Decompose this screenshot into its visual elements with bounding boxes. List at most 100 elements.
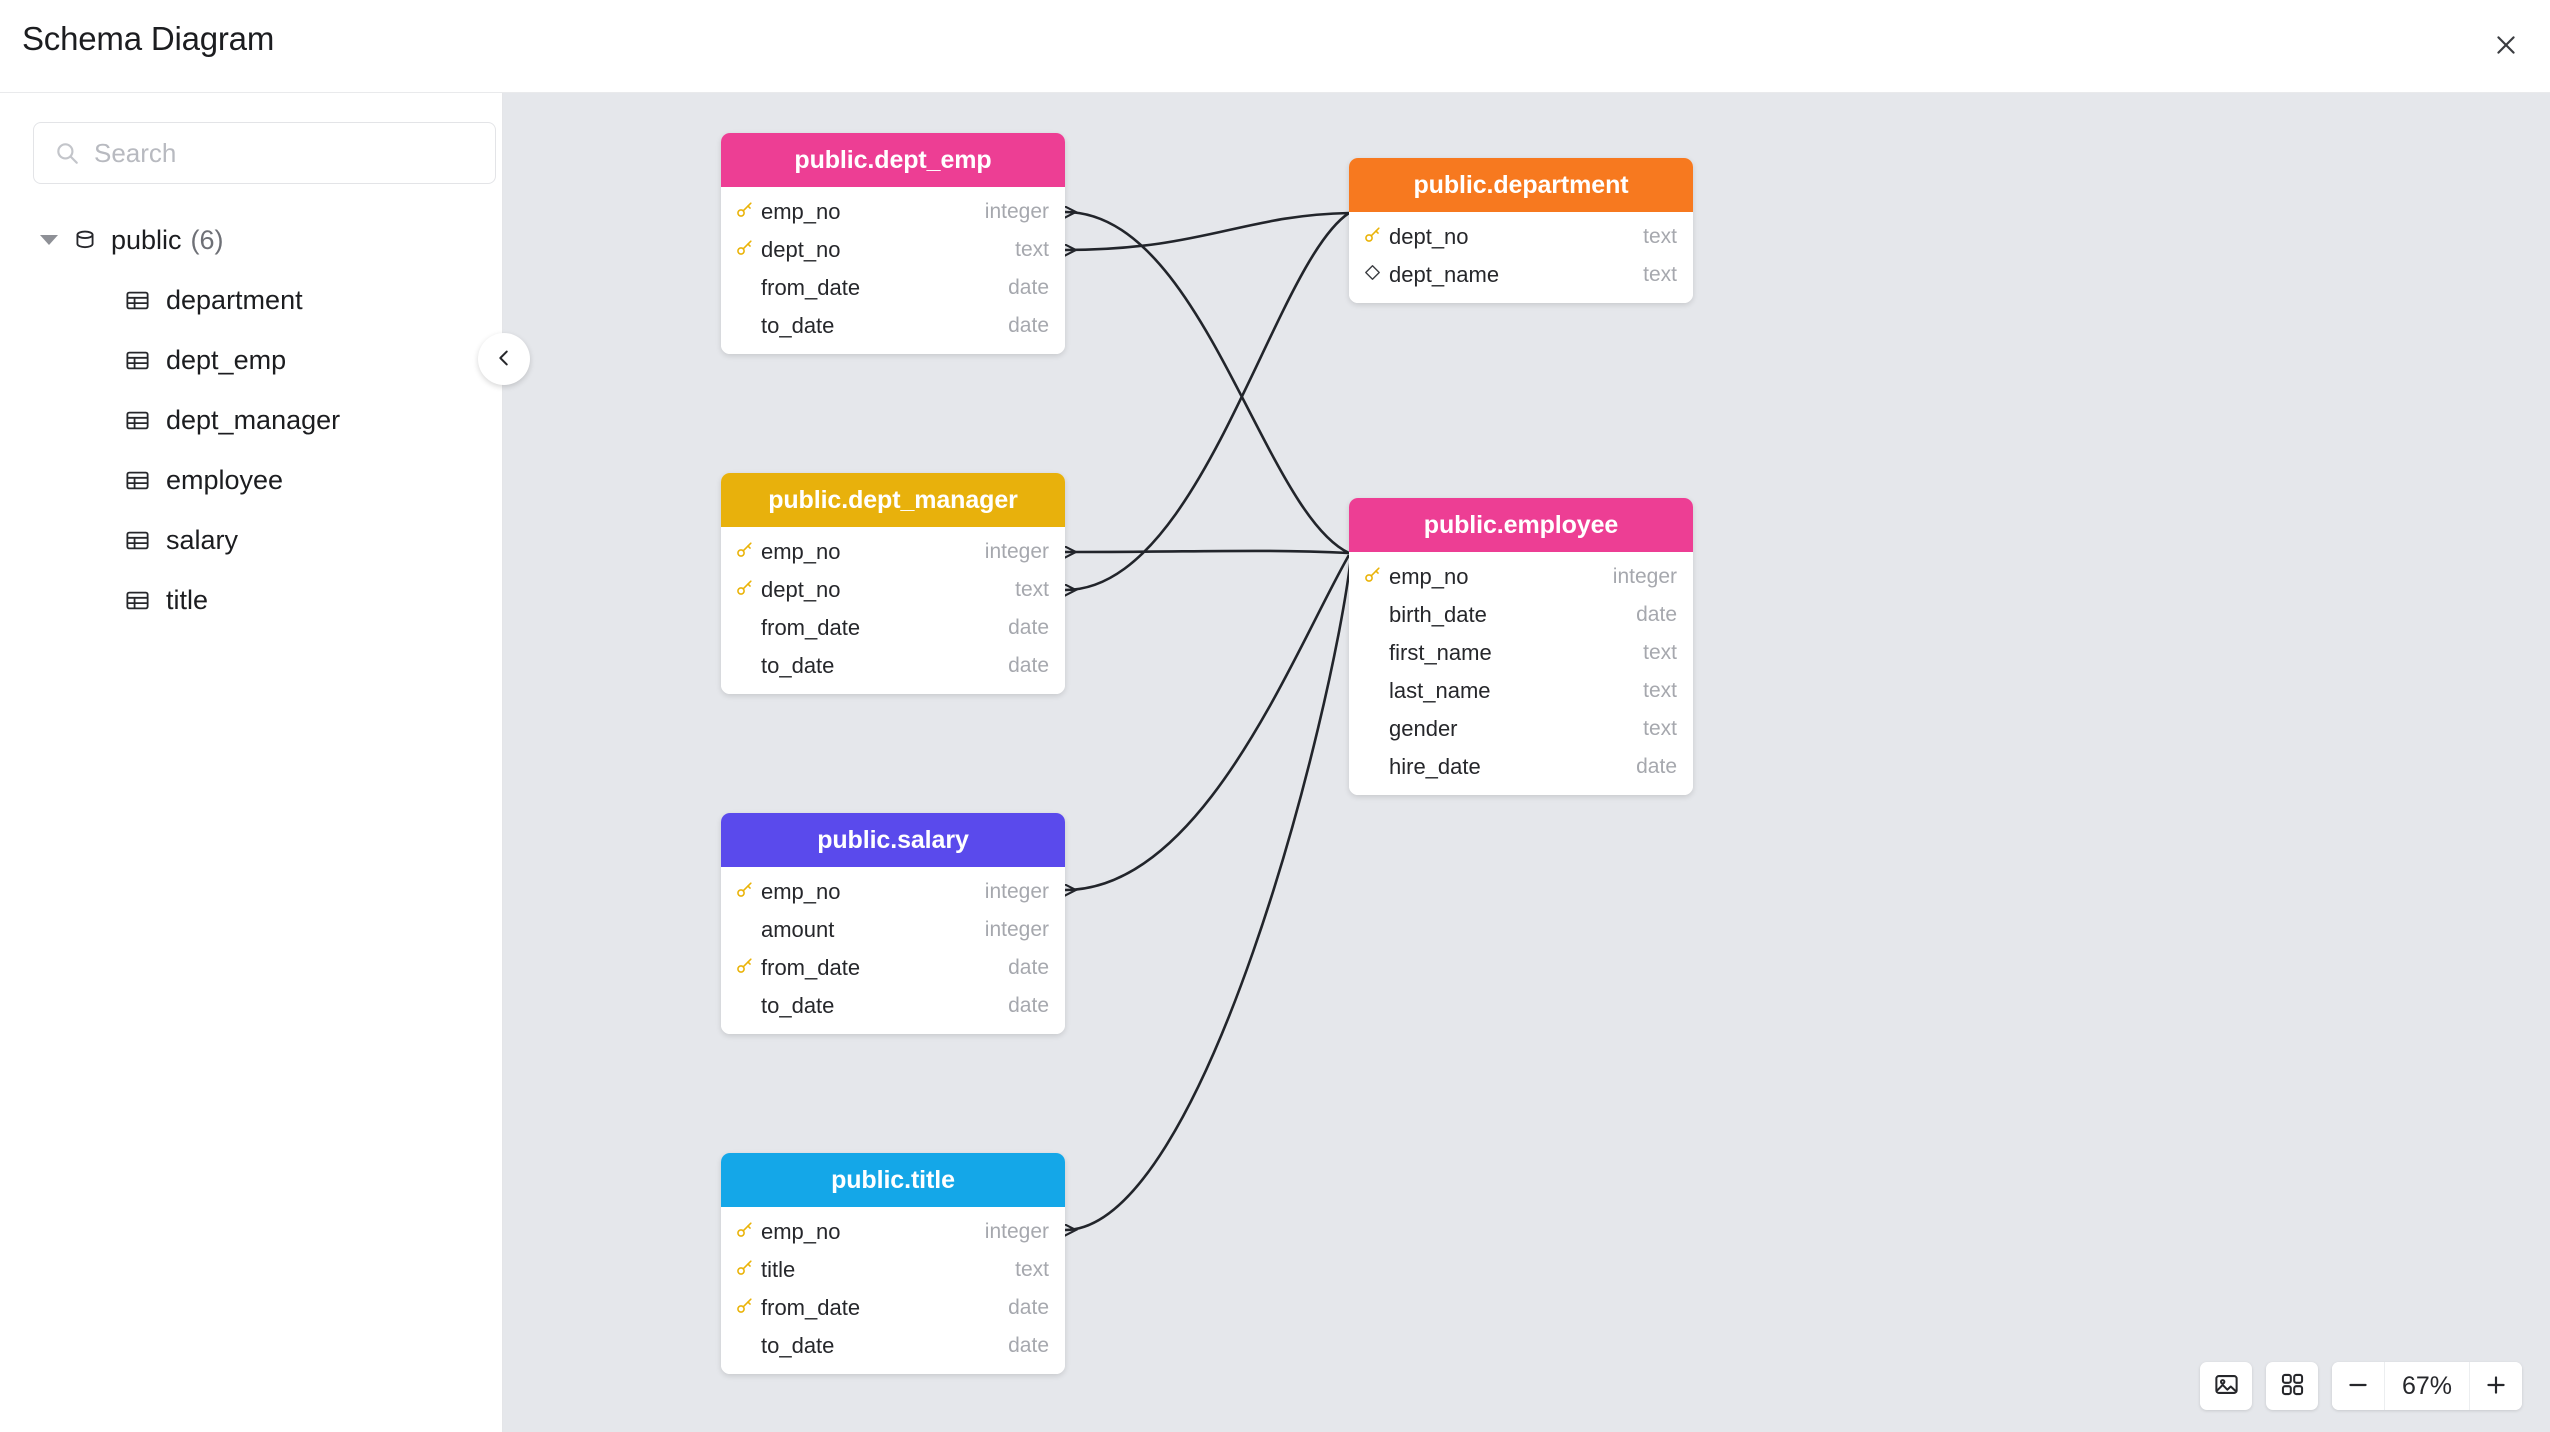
search-input[interactable] xyxy=(94,137,495,169)
minus-icon xyxy=(2345,1372,2371,1401)
export-image-button[interactable] xyxy=(2200,1362,2252,1410)
relationship-edges xyxy=(503,93,1353,1432)
layout-grid-button[interactable] xyxy=(2266,1362,2318,1410)
key-icon xyxy=(735,200,754,224)
edge-title-employee xyxy=(1065,556,1353,1230)
sidebar-item-dept_manager[interactable]: dept_manager xyxy=(0,390,503,450)
close-button[interactable] xyxy=(2480,20,2532,72)
column-name: emp_no xyxy=(761,1219,841,1244)
table-card-header: public.department xyxy=(1349,158,1693,212)
sidebar-item-label: dept_emp xyxy=(166,344,287,375)
sidebar-item-label: salary xyxy=(166,524,239,555)
column-type: text xyxy=(1643,641,1677,664)
search-box[interactable] xyxy=(33,122,496,184)
key-icon xyxy=(1363,225,1382,249)
sidebar-item-label: employee xyxy=(166,464,284,495)
column-type: date xyxy=(1636,603,1677,626)
chevron-left-icon xyxy=(493,347,515,372)
column-type: integer xyxy=(1612,565,1677,588)
column-name: title xyxy=(761,1257,796,1282)
table-icon xyxy=(124,287,151,314)
column-type: date xyxy=(1008,616,1049,639)
close-icon xyxy=(2493,32,2519,61)
column-name: to_date xyxy=(761,313,835,338)
edge-dept_emp-department xyxy=(1065,211,1350,250)
page-title: Schema Diagram xyxy=(22,20,275,57)
grid-icon xyxy=(2279,1371,2306,1401)
column-type: text xyxy=(1015,578,1049,601)
edge-salary-employee xyxy=(1065,554,1351,890)
column-row[interactable]: birth_date date xyxy=(1349,596,1693,634)
table-icon xyxy=(124,527,151,554)
key-icon xyxy=(735,956,754,980)
zoom-level-label[interactable]: 67% xyxy=(2384,1362,2470,1410)
column-type: text xyxy=(1015,1258,1049,1281)
sidebar: public (6) department dept_emp dept_manage… xyxy=(0,93,530,1432)
canvas-toolbar: 67% xyxy=(2200,1362,2522,1410)
sidebar-item-department[interactable]: department xyxy=(0,270,503,330)
column-row[interactable]: dept_no text xyxy=(721,571,1065,609)
zoom-out-button[interactable] xyxy=(2332,1362,2384,1410)
table-icon xyxy=(124,467,151,494)
column-name: dept_no xyxy=(761,237,841,262)
key-icon xyxy=(735,1220,754,1244)
sidebar-item-title[interactable]: title xyxy=(0,570,503,630)
zoom-in-button[interactable] xyxy=(2470,1362,2522,1410)
column-type: text xyxy=(1643,225,1677,248)
schema-table-count: (6) xyxy=(190,224,224,255)
tree-node-public[interactable]: public (6) xyxy=(0,210,503,270)
table-card-title: public.employee xyxy=(1423,510,1619,539)
column-name: amount xyxy=(761,917,835,942)
column-type: date xyxy=(1636,755,1677,778)
sidebar-item-employee[interactable]: employee xyxy=(0,450,503,510)
caret-down-icon[interactable] xyxy=(40,235,58,245)
column-name: dept_no xyxy=(761,577,841,602)
column-name: emp_no xyxy=(761,539,841,564)
edge-dept_manager-department xyxy=(1065,211,1350,590)
key-icon xyxy=(735,1296,754,1320)
column-row[interactable]: dept_no text xyxy=(721,231,1065,269)
column-row[interactable]: title text xyxy=(721,1251,1065,1289)
table-icon xyxy=(124,407,151,434)
sidebar-collapse-button[interactable] xyxy=(478,333,530,385)
column-name: from_date xyxy=(761,955,861,980)
column-type: date xyxy=(1008,654,1049,677)
column-name: birth_date xyxy=(1389,602,1487,627)
search-icon xyxy=(54,140,80,166)
key-icon xyxy=(735,238,754,262)
database-icon xyxy=(72,227,98,253)
column-name: gender xyxy=(1389,716,1458,741)
column-type: text xyxy=(1015,238,1049,261)
sidebar-item-salary[interactable]: salary xyxy=(0,510,503,570)
key-icon xyxy=(735,578,754,602)
sidebar-item-dept_emp[interactable]: dept_emp xyxy=(0,330,503,390)
column-name: dept_name xyxy=(1389,262,1500,287)
